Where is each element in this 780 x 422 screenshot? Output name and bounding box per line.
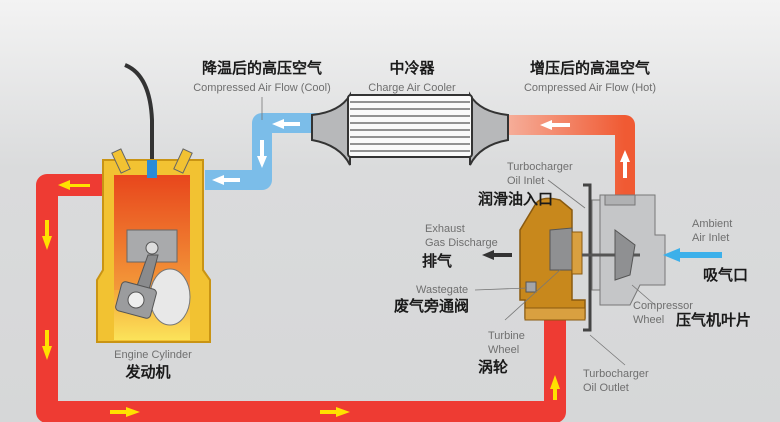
exhaust-label-en-1: Exhaust — [425, 223, 465, 235]
engine-label-en: Engine Cylinder — [114, 349, 192, 361]
compressor-label-zh: 压气机叶片 — [676, 311, 751, 329]
wastegate-label-en: Wastegate — [416, 284, 468, 296]
hot-air-label-zh: 增压后的高温空气 — [530, 59, 650, 77]
ambient-label-en-2: Air Inlet — [692, 232, 729, 244]
leader-lines — [261, 97, 656, 366]
turbine-label-zh: 涡轮 — [478, 358, 508, 376]
cool-air-label-zh: 降温后的高压空气 — [202, 59, 322, 77]
ambient-label-zh: 吸气口 — [703, 266, 748, 284]
oil-inlet-label-en-2: Oil Inlet — [507, 175, 544, 187]
ambient-air-arrow-icon — [663, 248, 722, 262]
exhaust-pipe — [36, 174, 566, 422]
exhaust-arrow-icon — [482, 250, 512, 260]
hot-air-label-en: Compressed Air Flow (Hot) — [524, 82, 656, 94]
ambient-label-en-1: Ambient — [692, 218, 732, 230]
turbine-label-en-1: Turbine — [488, 330, 525, 342]
wastegate-label-zh: 废气旁通阀 — [394, 297, 469, 315]
exhaust-label-en-2: Gas Discharge — [425, 237, 498, 249]
exhaust-label-zh: 排气 — [422, 252, 452, 270]
flow-arrows — [42, 180, 560, 417]
cool-air-label-en: Compressed Air Flow (Cool) — [193, 82, 331, 94]
compressor-label-en-1: Compressor — [633, 300, 693, 312]
engine-cylinder — [96, 63, 211, 343]
intercooler — [311, 91, 509, 166]
cool-air-pipe — [205, 113, 318, 190]
intercooler-label-en: Charge Air Cooler — [368, 82, 456, 94]
hot-air-pipe — [500, 115, 635, 195]
turbocharger — [519, 183, 666, 332]
oil-inlet-label-en-1: Turbocharger — [507, 161, 573, 173]
oil-outlet-label-en-1: Turbocharger — [583, 368, 649, 380]
engine-label-zh: 发动机 — [124, 363, 170, 381]
oil-outlet-label-en-2: Oil Outlet — [583, 382, 629, 394]
compressor-label-en-2: Wheel — [633, 314, 664, 326]
oil-inlet-label-zh: 润滑油入口 — [478, 190, 553, 208]
intercooler-label-zh: 中冷器 — [389, 59, 435, 77]
turbine-label-en-2: Wheel — [488, 344, 519, 356]
